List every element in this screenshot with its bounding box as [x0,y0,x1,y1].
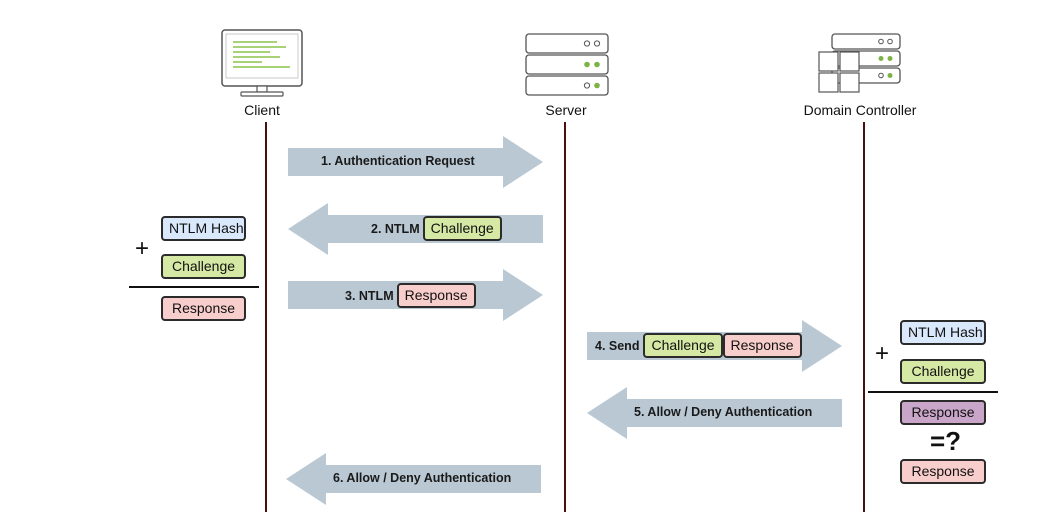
client-response-tag: Response [161,296,246,321]
server-icon [525,33,609,96]
arrow-step-5 [587,387,842,439]
step-2-challenge-tag: Challenge [422,216,502,241]
step-3-text: 3. NTLM [345,288,394,303]
step-2-label: 2. NTLM Challenge [371,216,502,241]
arrow-step-1 [288,136,543,188]
step-6-label: 6. Allow / Deny Authentication [333,471,511,485]
dc-ntlm-hash-tag: NTLM Hash [900,320,986,345]
compare-symbol: =? [930,426,962,456]
server-label: Server [545,102,587,118]
step-4-challenge-tag: Challenge [643,333,723,358]
client-plus-sign: + [135,235,150,262]
dc-challenge-tag: Challenge [900,359,986,384]
domain-controller-label: Domain Controller [803,102,917,118]
step-6-text: 6. Allow / Deny Authentication [333,471,512,485]
step-4-response-tag: Response [722,333,802,358]
computer-icon [221,29,303,97]
dc-plus-sign: + [875,340,890,367]
dc-received-response-tag: Response [900,459,986,484]
step-5-text: 5. Allow / Deny Authentication [634,405,813,419]
domain-controller-icon [818,33,901,93]
client-label: Client [244,102,280,118]
step-3-label: 3. NTLM Response [345,283,476,308]
arrow-step-6 [286,453,541,505]
step-1-label: 1. Authentication Request [321,154,475,168]
step-5-label: 5. Allow / Deny Authentication [634,405,812,419]
step-4-text: 4. Send [595,338,640,353]
client-ntlm-hash-tag: NTLM Hash [161,216,246,241]
dc-computed-response-tag: Response [900,400,986,425]
step-1-text: 1. Authentication Request [321,154,475,168]
step-2-text: 2. NTLM [371,221,420,236]
step-4-label: 4. Send Challenge Response [595,333,802,358]
client-challenge-tag: Challenge [161,254,246,279]
step-3-response-tag: Response [396,283,476,308]
